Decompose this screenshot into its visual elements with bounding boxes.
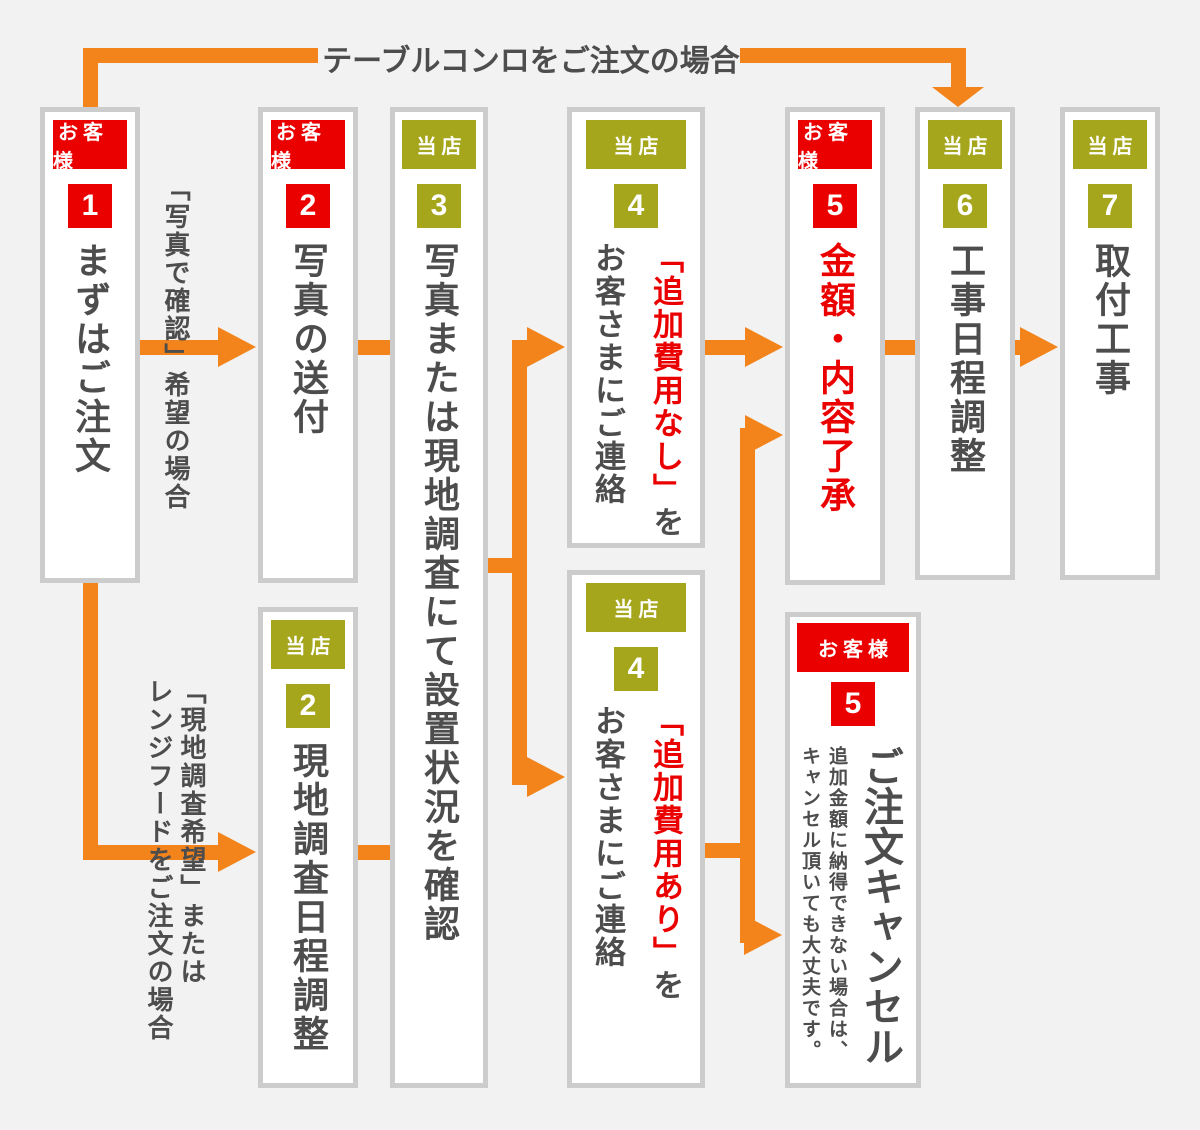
arrow-right-icon xyxy=(1020,327,1058,367)
step-title: まずはご注文 xyxy=(70,242,111,476)
step-title: 「追加費用なし」を お客さまにご連絡 xyxy=(578,242,694,543)
step-title-sub-line: お客さまにご連絡 xyxy=(590,705,625,969)
annotation-photo-case: 「写真で確認」希望の場合 xyxy=(161,175,191,511)
step-number: 3 xyxy=(417,184,461,228)
top-route-line-left xyxy=(83,48,318,63)
connector-no-extra-to-approve xyxy=(705,340,749,355)
role-badge: 当店 xyxy=(586,120,686,169)
step-title: 現地調査日程調整 xyxy=(288,742,329,1054)
step-note-line1: 追加金額に納得できない場合は、 xyxy=(826,746,847,1061)
top-route-line-right-vertical xyxy=(951,48,966,88)
connector-branch-to-no-extra xyxy=(512,340,530,355)
annotation-site-survey-case: 「現地調査希望」または レンジフードをご注文の場合 xyxy=(142,678,208,1042)
step-title-highlight-line: 「追加費用あり」を xyxy=(636,705,694,1083)
step-title: 「追加費用あり」を お客さまにご連絡 xyxy=(578,705,694,1083)
arrow-right-icon xyxy=(527,327,565,367)
step-title-sub-line: お客さまにご連絡 xyxy=(590,242,625,506)
step-title-wrap: 写真または現地調査にて設置状況を確認 xyxy=(395,242,483,1083)
connector-branch-vertical-left xyxy=(512,340,527,785)
step-number: 2 xyxy=(286,184,330,228)
step-title: 工事日程調整 xyxy=(945,242,986,476)
role-badge: 当店 xyxy=(271,620,345,669)
arrow-right-icon xyxy=(218,327,256,367)
connector-order-down-vertical xyxy=(83,583,98,860)
role-badge: お客様 xyxy=(271,120,345,173)
step-box-construction-schedule: 当店 6 工事日程調整 xyxy=(915,107,1015,580)
step-title-wrap: ご注文キャンセル 追加金額に納得できない場合は、 キャンセル頂いても大丈夫です。 xyxy=(790,746,916,1083)
step-number: 2 xyxy=(286,684,330,728)
suffix-text: を xyxy=(648,969,683,1002)
connector-branch-to-extra xyxy=(512,770,530,785)
step-box-notify-extra-cost: 当店 4 「追加費用あり」を お客さまにご連絡 xyxy=(567,570,705,1088)
step-box-approve: お客様 5 金額・内容了承 xyxy=(785,107,885,585)
connector-survey-to-check xyxy=(358,845,390,860)
step-box-check-installation: 当店 3 写真または現地調査にて設置状況を確認 xyxy=(390,107,488,1088)
step-number: 5 xyxy=(831,682,875,726)
step-box-survey-schedule: 当店 2 現地調査日程調整 xyxy=(258,607,358,1088)
role-badge: お客様 xyxy=(798,120,872,173)
connector-order-to-photo xyxy=(140,340,220,355)
connector-check-out xyxy=(488,558,512,573)
step-title: 取付工事 xyxy=(1090,242,1131,398)
annotation-site-survey-case-line2: レンジフードをご注文の場合 xyxy=(144,678,174,1042)
step-title-wrap: 「追加費用あり」を お客さまにご連絡 xyxy=(572,705,700,1083)
step-number: 4 xyxy=(614,184,658,228)
role-badge: お客様 xyxy=(797,623,909,672)
arrow-down-icon xyxy=(932,87,984,107)
role-badge: 当店 xyxy=(1073,120,1147,169)
connector-photo-to-check xyxy=(358,340,390,355)
step-number: 1 xyxy=(68,184,112,228)
arrow-right-icon xyxy=(745,415,783,455)
arrow-right-icon xyxy=(218,832,256,872)
step-title-wrap: 写真の送付 xyxy=(263,242,353,578)
step-title-wrap: 取付工事 xyxy=(1065,242,1155,575)
step-box-notify-no-extra-cost: 当店 4 「追加費用なし」を お客さまにご連絡 xyxy=(567,107,705,548)
step-title-main-line: ご注文キャンセル xyxy=(858,746,902,1066)
role-badge: 当店 xyxy=(402,120,476,169)
step-box-order: お客様 1 まずはご注文 xyxy=(40,107,140,583)
step-box-install-work: 当店 7 取付工事 xyxy=(1060,107,1160,580)
step-title-highlight-line: 「追加費用なし」を xyxy=(636,242,694,543)
top-route-label: テーブルコンロをご注文の場合 xyxy=(322,45,740,78)
connector-extra-to-approve xyxy=(740,428,748,443)
step-title-wrap: まずはご注文 xyxy=(45,242,135,578)
connector-extra-out xyxy=(705,843,755,858)
step-note-line2: キャンセル頂いても大丈夫です。 xyxy=(799,746,820,1061)
arrow-right-icon xyxy=(745,327,783,367)
step-title: 写真または現地調査にて設置状況を確認 xyxy=(419,242,460,944)
top-route-line-right xyxy=(740,48,966,63)
arrow-right-icon xyxy=(527,757,565,797)
step-box-cancel-order: お客様 5 ご注文キャンセル 追加金額に納得できない場合は、 キャンセル頂いても… xyxy=(785,612,921,1088)
step-number: 6 xyxy=(943,184,987,228)
step-title: 写真の送付 xyxy=(288,242,329,437)
step-box-photo-send: お客様 2 写真の送付 xyxy=(258,107,358,583)
connector-branch-vertical-right xyxy=(740,428,755,943)
role-badge: お客様 xyxy=(53,120,127,173)
step-title-wrap: 工事日程調整 xyxy=(920,242,1010,575)
arrow-right-icon xyxy=(744,915,782,955)
step-number: 4 xyxy=(614,647,658,691)
connector-approve-to-schedule xyxy=(885,340,915,355)
connector-order-to-survey xyxy=(83,845,220,860)
highlight-text: 「追加費用なし」 xyxy=(648,242,683,506)
highlight-text: 「追加費用あり」 xyxy=(648,705,683,969)
suffix-text: を xyxy=(648,506,683,539)
step-title-wrap: 「追加費用なし」を お客さまにご連絡 xyxy=(572,242,700,543)
step-title: ご注文キャンセル 追加金額に納得できない場合は、 キャンセル頂いても大丈夫です。 xyxy=(796,746,910,1083)
role-badge: 当店 xyxy=(928,120,1002,169)
role-badge: 当店 xyxy=(586,583,686,632)
step-number: 7 xyxy=(1088,184,1132,228)
step-number: 5 xyxy=(813,184,857,228)
annotation-site-survey-case-line1: 「現地調査希望」または xyxy=(177,678,207,986)
step-title-wrap: 金額・内容了承 xyxy=(790,242,880,580)
step-title-wrap: 現地調査日程調整 xyxy=(263,742,353,1083)
step-title: 金額・内容了承 xyxy=(815,242,856,515)
